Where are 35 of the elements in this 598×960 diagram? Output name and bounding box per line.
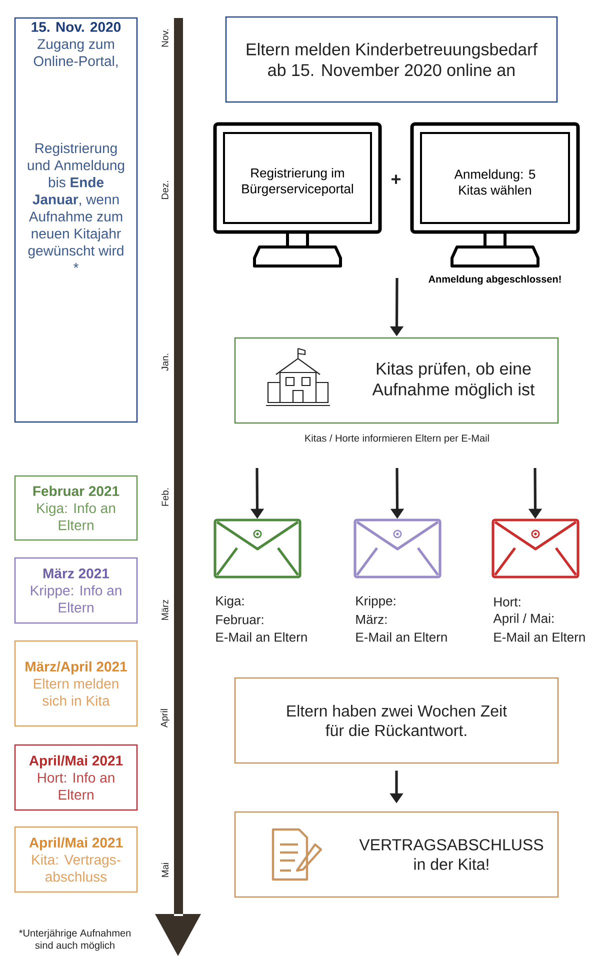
month-label: April — [160, 709, 170, 728]
envelope-icon — [214, 518, 302, 578]
note-text: Kitas / Horte informieren Eltern per E-Mail — [305, 434, 489, 444]
caption-line: E-Mail an Eltern — [216, 632, 307, 642]
month-label: Mai — [162, 863, 168, 877]
result-box: VERTRAGSABSCHLUSS in der Kita! — [234, 811, 559, 898]
timeline-box: März 2021 Krippe: Info an Eltern — [14, 557, 138, 624]
timeline-box: Februar 2021 Kiga: Info an Eltern — [14, 475, 138, 541]
footnote: *Unterjährige Aufnahmen sind auch möglich — [19, 929, 130, 951]
envelope-icon — [492, 518, 580, 578]
monitor: Anmeldung: 5 Kitas wählen — [410, 122, 580, 268]
month-label: Dez. — [162, 181, 168, 199]
caption-line: April / Mai: — [493, 613, 554, 626]
caption-line: Februar: — [216, 614, 264, 624]
caption-line: Hort: — [494, 597, 520, 607]
monitor: Registrierung im Bürgerserviceportal — [213, 122, 382, 268]
timeline-box: 15. Nov. 2020 Zugang zum Online-Portal, Registrierung und Anmeldung bis Ende Januar, wenn Aufnahme zum neuen Kitajahr gewünscht wird * — [14, 17, 138, 423]
heading-box: Eltern melden Kinderbetreuungsbedarf ab 15. November 2020 online an — [225, 16, 558, 103]
timeline-box: April/Mai 2021 Kita: Vertrags-abschluss — [14, 826, 138, 893]
month-label: März — [162, 600, 168, 620]
process-box: Kitas prüfen, ob eine Aufnahme möglich ist — [234, 337, 559, 424]
timeline-box: April/Mai 2021 Hort: Info an Eltern — [14, 744, 138, 811]
caption-line: E-Mail an Eltern — [494, 632, 585, 642]
process-box: Eltern haben zwei Wochen Zeit für die Rückantwort. — [234, 677, 559, 764]
month-label: Jan. — [162, 354, 168, 371]
caption-line: Kiga: — [216, 596, 244, 608]
plus-sign: + — [392, 174, 401, 184]
caption-line: E-Mail an Eltern — [356, 632, 447, 642]
timeline-box: März/April 2021 Eltern melden sich in Kita — [14, 640, 138, 727]
caption-line: Krippe: — [356, 596, 396, 608]
status-note: Anmeldung abgeschlossen! — [428, 275, 561, 285]
month-label: Feb. — [162, 488, 168, 506]
caption-line: März: — [356, 614, 387, 624]
month-label: Nov. — [162, 29, 168, 47]
envelope-icon — [354, 518, 442, 578]
